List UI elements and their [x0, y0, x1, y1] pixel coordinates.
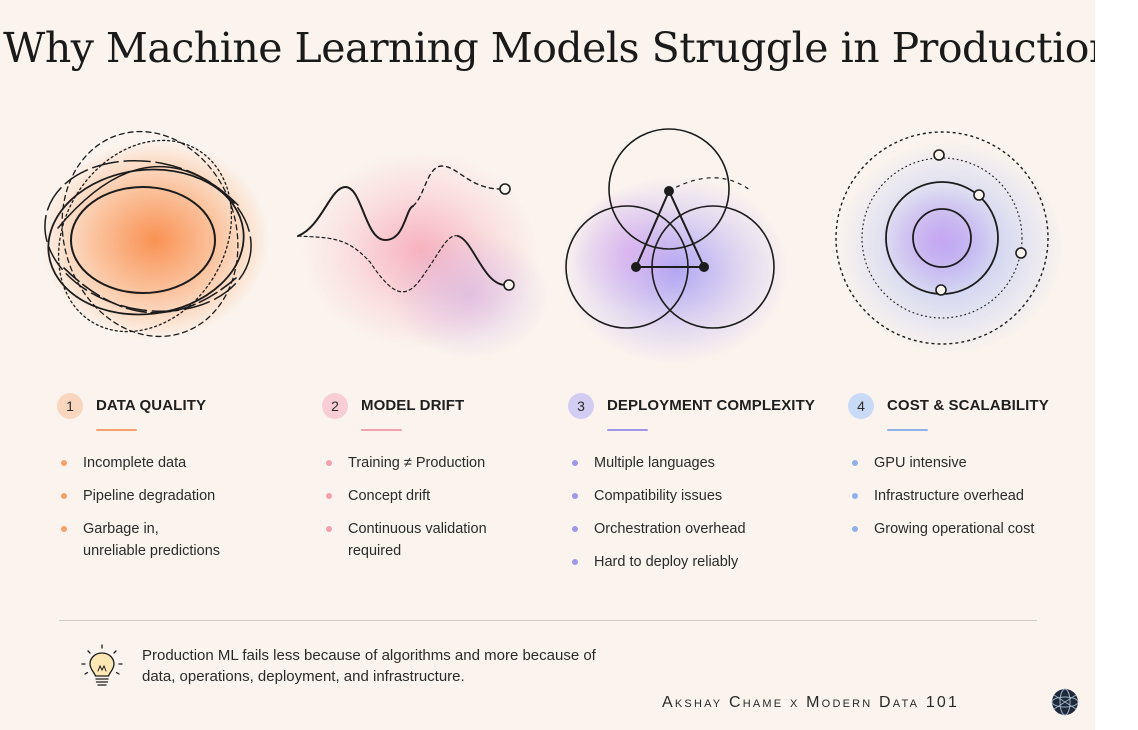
list-item-text: GPU intensive — [874, 455, 967, 471]
pillar-number-badge: 1 — [57, 393, 83, 419]
list-item: Garbage in,unreliable predictions — [60, 518, 300, 562]
list-item: Orchestration overhead — [571, 518, 811, 540]
pillar-header: 1 DATA QUALITY — [57, 390, 297, 431]
illustrations — [44, 128, 1049, 345]
tangled-orbits-icon — [44, 130, 252, 338]
bullet-dot-icon — [61, 493, 67, 499]
bullet-dot-icon — [326, 460, 332, 466]
bullet-dot-icon — [572, 493, 578, 499]
bullet-dot-icon — [61, 526, 67, 532]
data-quality-glow — [40, 140, 270, 340]
page-title: Why Machine Learning Models Struggle in … — [3, 24, 1095, 72]
pillar-header: 3 DEPLOYMENT COMPLEXITY — [568, 390, 815, 431]
footer-message: Production ML fails less because of algo… — [142, 645, 662, 687]
list-item-text: Growing operational cost — [874, 521, 1035, 537]
globe-logo-icon — [1051, 688, 1079, 716]
pillar-number-badge: 2 — [322, 393, 348, 419]
right-margin — [1095, 0, 1138, 730]
footer-divider — [59, 620, 1037, 621]
pillar-column: 3 DEPLOYMENT COMPLEXITY Multiple languages… — [568, 390, 815, 570]
list-item-text: Garbage in,unreliable predictions — [83, 521, 221, 559]
bullet-dot-icon — [572, 559, 578, 565]
bullet-dot-icon — [61, 460, 67, 466]
list-item-text: Compatibility issues — [594, 488, 723, 504]
list-item-text: Pipeline degradation — [83, 488, 216, 504]
infographic-canvas: Why Machine Learning Models Struggle in … — [0, 0, 1095, 730]
pillar-title: DEPLOYMENT COMPLEXITY — [607, 397, 815, 414]
pillar-number-badge: 4 — [848, 393, 874, 419]
list-item: Growing operational cost — [851, 518, 1091, 540]
model-drift-glow-secondary — [390, 230, 550, 360]
list-item: Incomplete data — [60, 452, 300, 474]
pillar-accent-rule — [887, 429, 928, 431]
list-item-text: Multiple languages — [594, 455, 715, 471]
list-item-text: Hard to deploy reliably — [594, 554, 739, 570]
bullet-dot-icon — [572, 460, 578, 466]
pillar-title: COST & SCALABILITY — [887, 397, 1049, 414]
bullet-dot-icon — [326, 526, 332, 532]
pillar-accent-rule — [96, 429, 137, 431]
list-item-text: Infrastructure overhead — [874, 488, 1024, 504]
list-item: Pipeline degradation — [60, 485, 300, 507]
list-item-text: Orchestration overhead — [594, 521, 746, 537]
list-item: Training ≠ Production — [325, 452, 565, 474]
deployment-glow-secondary — [570, 190, 690, 310]
bullet-dot-icon — [852, 493, 858, 499]
cost-glow-secondary — [880, 185, 1000, 295]
list-item-text: Training ≠ Production — [348, 455, 486, 471]
list-item-text: Concept drift — [348, 488, 431, 504]
pillar-accent-rule — [361, 429, 402, 431]
list-item: Concept drift — [325, 485, 565, 507]
concentric-rings-icon — [835, 131, 1049, 345]
pillar-header: 2 MODEL DRIFT — [322, 390, 562, 431]
bullet-dot-icon — [852, 526, 858, 532]
pillar-number-badge: 3 — [568, 393, 594, 419]
list-item-text: Incomplete data — [83, 455, 187, 471]
credit-line: Akshay Chame x Modern Data 101 — [662, 694, 960, 711]
pillar-header: 4 COST & SCALABILITY — [848, 390, 1088, 431]
list-item: Infrastructure overhead — [851, 485, 1091, 507]
pillar-title: DATA QUALITY — [96, 397, 207, 414]
list-item: Hard to deploy reliably — [571, 551, 811, 573]
overlapping-circles-icon — [565, 128, 775, 329]
lightbulb-icon — [81, 644, 123, 686]
footer-message-line: Production ML fails less because of algo… — [142, 647, 596, 664]
bullet-dot-icon — [852, 460, 858, 466]
list-item: Compatibility issues — [571, 485, 811, 507]
diverging-waves-icon — [297, 165, 515, 293]
footer-message-line: data, operations, deployment, and infras… — [142, 668, 465, 685]
bullet-dot-icon — [326, 493, 332, 499]
pillar-accent-rule — [607, 429, 648, 431]
list-item: Multiple languages — [571, 452, 811, 474]
bullet-dot-icon — [572, 526, 578, 532]
pillar-title: MODEL DRIFT — [361, 397, 465, 414]
list-item: GPU intensive — [851, 452, 1091, 474]
